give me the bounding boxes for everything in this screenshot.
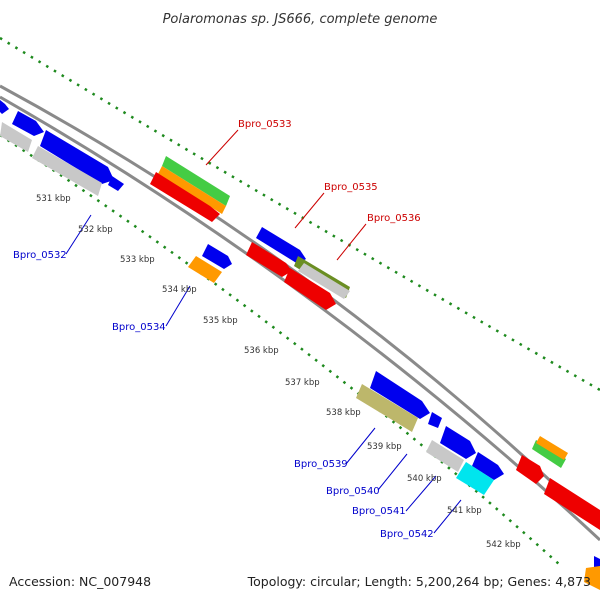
gene-label-bpro-0541[interactable]: Bpro_0541: [352, 506, 406, 517]
gene-blue-arrowhead: [108, 176, 124, 191]
gene-bpro-0539-olive: [356, 384, 418, 432]
gene-label-bpro-0540[interactable]: Bpro_0540: [326, 486, 380, 497]
tick-label: 539 kbp: [367, 442, 402, 452]
gene-bpro-0535-blue: [256, 227, 306, 264]
gene-bpro-0542-cyan: [456, 462, 494, 495]
tick-label: 537 kbp: [285, 378, 320, 388]
leader-bpro-0542: [433, 499, 462, 534]
gene-gray-long: [0, 122, 32, 152]
gene-label-bpro-0536[interactable]: Bpro_0536: [367, 213, 421, 224]
tick-label: 534 kbp: [162, 285, 197, 295]
gene-labels: Bpro_0533 Bpro_0535 Bpro_0536 Bpro_0532 …: [13, 119, 434, 540]
leader-lines: [65, 129, 462, 534]
gene-blue-0538: [370, 371, 430, 419]
gene-orange-right: [536, 436, 568, 460]
leader-bpro-0534: [165, 285, 191, 327]
gene-gray-long-2: [32, 146, 102, 196]
leader-bpro-0535: [294, 192, 325, 229]
accession-text: Accession: NC_007948: [9, 574, 151, 589]
tick-label: 538 kbp: [326, 408, 361, 418]
gene-label-bpro-0535[interactable]: Bpro_0535: [324, 182, 378, 193]
leader-bpro-0539: [345, 427, 376, 465]
gene-label-bpro-0533[interactable]: Bpro_0533: [238, 119, 292, 130]
leader-bpro-0536: [336, 223, 367, 261]
gene-bpro-0536-red: [284, 268, 336, 310]
gene-label-bpro-0534[interactable]: Bpro_0534: [112, 322, 166, 333]
map-title: Polaromonas sp. JS666, complete genome: [163, 12, 438, 27]
inner-dotted-ring: [0, 133, 561, 566]
gene-blue-small-2: [428, 412, 442, 428]
genes: [0, 100, 600, 590]
gene-bpro-0534-orange: [188, 256, 222, 283]
tick-label: 541 kbp: [447, 506, 482, 516]
tick-label: 536 kbp: [244, 346, 279, 356]
gene-bpro-0540-blue: [440, 426, 476, 459]
gene-red-right-long: [544, 478, 600, 530]
tick-labels: 531 kbp 532 kbp 533 kbp 534 kbp 535 kbp …: [36, 194, 521, 550]
gene-bpro-0536-gray: [298, 263, 350, 299]
gene-bpro-0533-green: [162, 156, 230, 206]
gene-bpro-0533-red: [150, 172, 220, 222]
gene-blue-edge: [0, 100, 9, 114]
topology-text: Topology: circular; Length: 5,200,264 bp…: [247, 574, 591, 589]
tick-rings: [0, 36, 600, 566]
tick-label: 535 kbp: [203, 316, 238, 326]
outer-dotted-ring: [0, 36, 600, 392]
gene-orange-corner: [584, 566, 600, 590]
gene-blue-small: [12, 111, 44, 136]
gene-bpro-0534-blue: [202, 244, 232, 269]
gene-blue-long: [40, 130, 114, 184]
gene-bpro-0541-blue: [472, 452, 504, 480]
leader-bpro-0532: [65, 214, 92, 255]
tick-label: 542 kbp: [486, 540, 521, 550]
gene-red-right-small: [516, 455, 544, 484]
leader-bpro-0533: [205, 129, 239, 166]
tick-label: 533 kbp: [120, 255, 155, 265]
gene-label-bpro-0539[interactable]: Bpro_0539: [294, 459, 348, 470]
gene-label-bpro-0542[interactable]: Bpro_0542: [380, 529, 434, 540]
leader-bpro-0541: [405, 475, 437, 512]
gene-bpro-0533-orange: [158, 166, 226, 214]
leader-bpro-0540: [377, 453, 408, 491]
gene-bpro-0535-red: [246, 242, 292, 277]
gene-label-bpro-0532[interactable]: Bpro_0532: [13, 250, 67, 261]
gene-green-right: [532, 440, 566, 468]
gene-bpro-0540-gray: [426, 440, 464, 472]
backbone: [0, 84, 600, 542]
tick-label: 531 kbp: [36, 194, 71, 204]
tick-label: 540 kbp: [407, 474, 442, 484]
tick-label: 532 kbp: [78, 225, 113, 235]
